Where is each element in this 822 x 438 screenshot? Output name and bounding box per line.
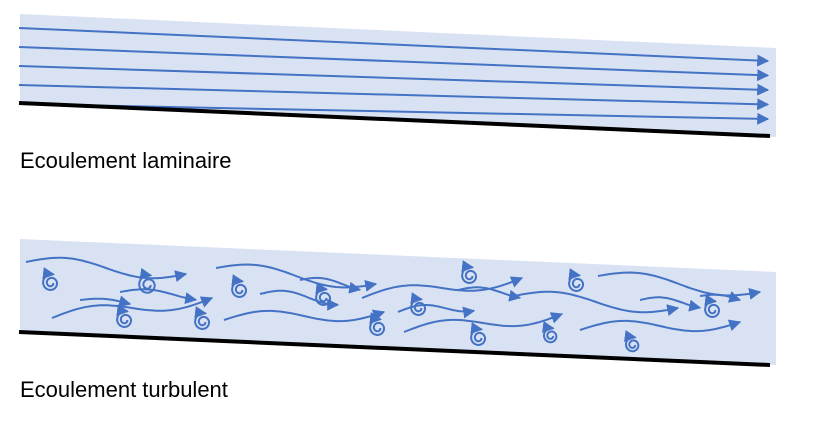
laminar-fluid-band [20, 14, 776, 137]
wavy-arrow [457, 286, 522, 302]
spiral-eddy-icon [231, 274, 247, 299]
spiral-eddy-icon [138, 267, 156, 294]
spiral-eddy-icon [410, 292, 426, 317]
wavy-arrow [299, 276, 362, 294]
laminar-streamline [18, 84, 770, 111]
turbulent-fluid-band [20, 239, 776, 365]
spiral-eddy-icon [116, 304, 132, 329]
wavy-arrow [579, 319, 742, 333]
wavy-arrow [51, 296, 214, 319]
laminar-streamline [18, 65, 770, 96]
wavy-arrow [259, 289, 340, 311]
caption-laminar-flow: Ecoulement laminaire [20, 148, 232, 173]
laminar-streamline [18, 46, 770, 82]
wavy-arrow [403, 312, 564, 333]
spiral-eddy-icon [194, 306, 210, 331]
wavy-arrow [79, 295, 132, 308]
spiral-eddy-icon [369, 312, 385, 337]
turbulent-wall [18, 330, 771, 367]
spiral-eddy-icon [624, 330, 640, 353]
wavy-arrow [361, 276, 524, 299]
wavy-arrow [513, 290, 680, 316]
turbulent-eddies [42, 260, 720, 353]
wavy-arrow [119, 288, 198, 305]
wavy-arrow [25, 256, 188, 283]
wavy-arrow [639, 296, 702, 312]
laminar-streamlines [18, 27, 770, 125]
wavy-arrow [223, 309, 386, 323]
spiral-eddy-icon [704, 294, 720, 319]
spiral-eddy-icon [568, 268, 584, 293]
spiral-eddy-icon [542, 321, 558, 344]
spiral-eddy-icon [461, 260, 477, 285]
laminar-wall [18, 101, 771, 138]
spiral-eddy-icon [42, 267, 58, 292]
spiral-eddy-icon [470, 322, 486, 347]
turbulent-section [18, 239, 776, 367]
spiral-eddy-icon [315, 282, 331, 307]
laminar-section [18, 14, 776, 138]
laminar-streamline [18, 27, 770, 67]
caption-turbulent-flow: Ecoulement turbulent [20, 377, 228, 402]
